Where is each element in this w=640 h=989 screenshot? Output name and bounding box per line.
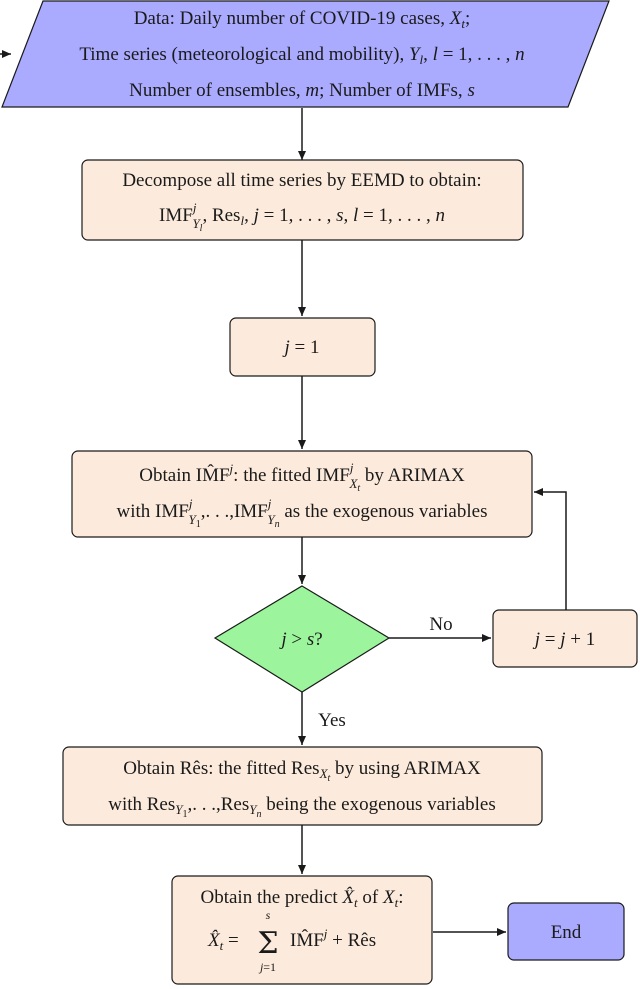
yes-label: Yes — [318, 710, 346, 731]
decision-node-shape — [213, 585, 391, 693]
init-node-shape — [229, 317, 376, 377]
data-node-line2: Time series (meteorological and mobility… — [79, 44, 524, 67]
predict-node-formula-rest: IM̂Fj + Rês — [290, 926, 376, 951]
init-node-text: j = 1 — [282, 337, 320, 358]
arrow-increment-loop — [534, 488, 567, 610]
init-node: j = 1 — [229, 317, 376, 377]
predict-node-formula: X̂t = — [207, 930, 239, 953]
fit-res-node-shape — [62, 746, 543, 826]
decision-node: j > s? — [213, 585, 391, 693]
decompose-node-line1: Decompose all time series by EEMD to obt… — [122, 170, 481, 191]
data-node: Data: Daily number of COVID-19 cases, Xt… — [1, 0, 610, 108]
data-node-shape — [1, 0, 610, 108]
increment-node-shape — [492, 609, 638, 668]
increment-node: j = j + 1 — [492, 609, 638, 668]
predict-node-sigma-lower: j=1 — [258, 960, 276, 974]
end-node: End — [507, 902, 625, 961]
decision-node-text: j > s? — [278, 629, 322, 650]
fit-imf-node-shape — [71, 450, 533, 538]
predict-node-line1: Obtain the predict X̂t of Xt: — [200, 887, 403, 910]
predict-node-shape — [171, 875, 433, 985]
end-node-text: End — [551, 922, 582, 943]
end-node-shape — [507, 902, 625, 961]
increment-node-text: j = j + 1 — [532, 629, 596, 650]
predict-node-sigma: Σ — [257, 926, 278, 961]
decompose-node-shape — [81, 159, 524, 241]
decompose-node: Decompose all time series by EEMD to obt… — [81, 159, 524, 241]
predict-node-sigma-upper: s — [266, 908, 271, 922]
fit-res-node: Obtain Rês: the fitted ResXt by using A… — [62, 746, 543, 826]
data-node-line3: Number of ensembles, m; Number of IMFs, … — [129, 80, 475, 101]
no-label: No — [429, 614, 452, 635]
data-node-line1: Data: Daily number of COVID-19 cases, Xt… — [134, 8, 471, 31]
predict-node: Obtain the predict X̂t of Xt: X̂t = Σ s … — [171, 875, 433, 985]
